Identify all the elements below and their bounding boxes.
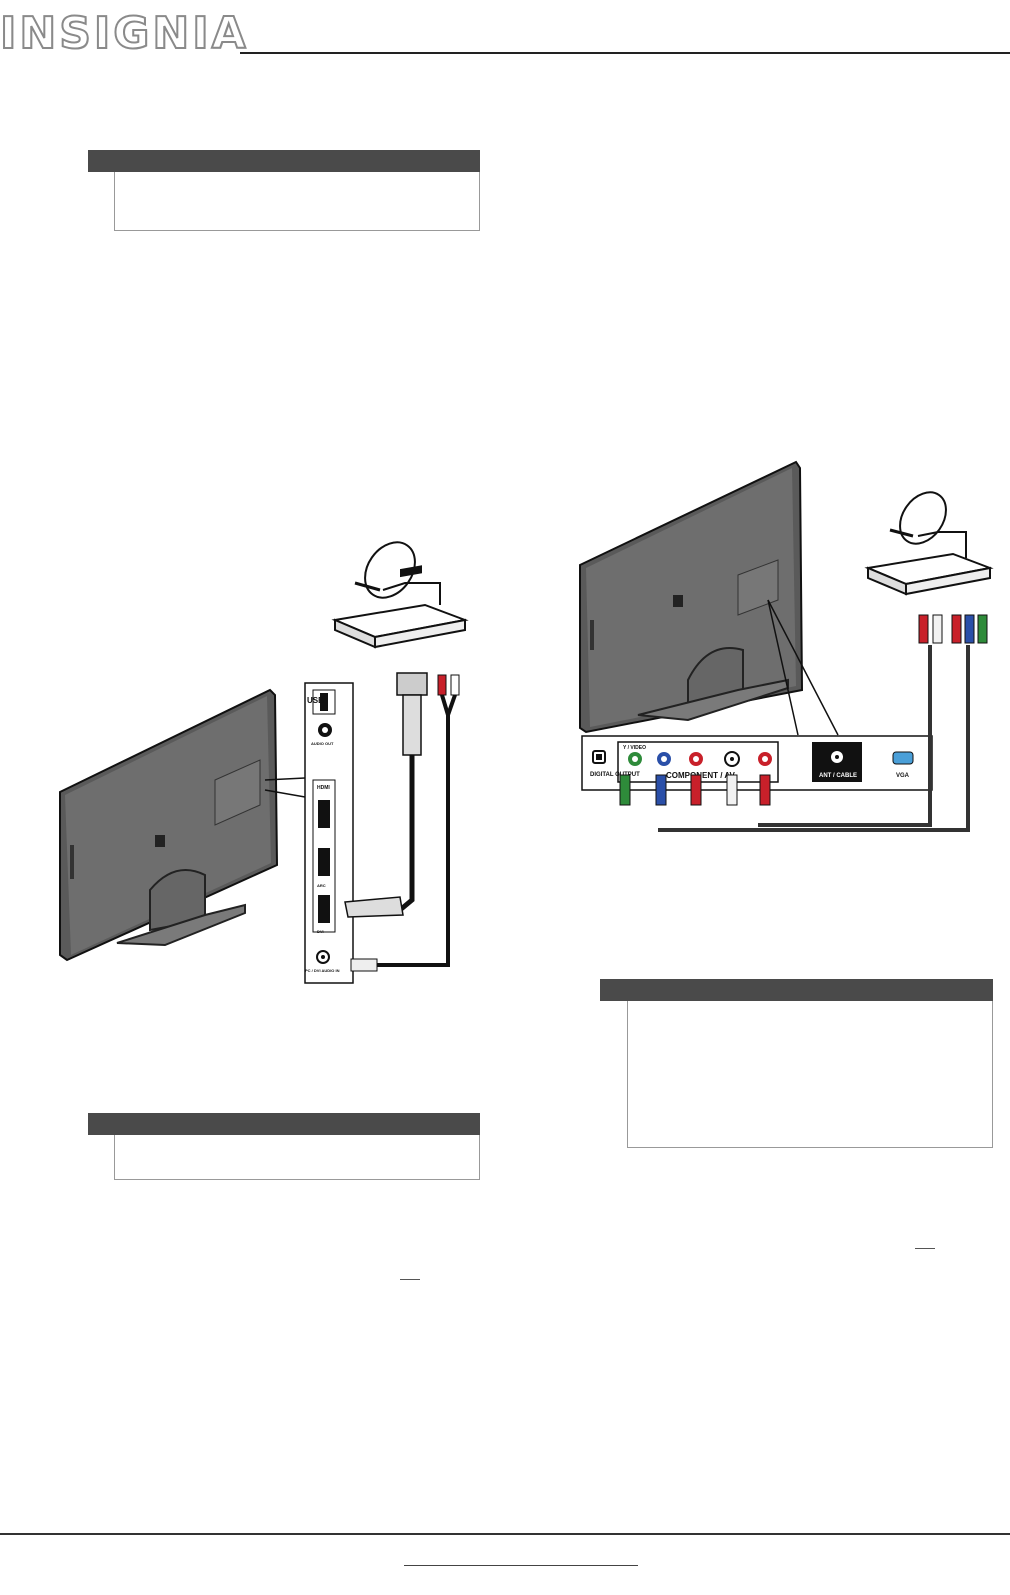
footer-link-underline[interactable] [404,1565,638,1566]
note-box-1 [88,150,480,231]
page-reference-link[interactable] [400,1279,420,1280]
note-box-2 [88,1113,480,1180]
page-reference-link[interactable] [915,1248,935,1249]
note-header-bar [88,150,480,172]
right-connection-diagram: DIGITAL OUTPUT Y / VIDEO COMPONENT / AV … [579,460,994,832]
satellite-receiver-illustration [331,541,469,649]
note-body [627,1001,993,1148]
note-body [114,172,480,231]
footer-rule [0,1533,1010,1535]
note-header-bar [88,1113,480,1135]
ant-cable-label: ANT / CABLE [819,773,857,779]
usb-label: USB [307,696,324,705]
dvi-label: DVI [317,929,324,934]
hdmi-label: HDMI [317,785,330,791]
component-av-cables [619,614,988,832]
side-jack-panel [304,682,354,984]
pc-dvi-audio-in-label: PC / DVI AUDIO IN [305,968,340,973]
digital-output-label: DIGITAL OUTPUT [590,772,640,778]
audio-cable [350,674,460,972]
header-rule [240,52,1010,54]
audio-out-label: AUDIO OUT [311,741,334,746]
tv-back-illustration [579,460,839,736]
insignia-logo: INSIGNIA [0,7,249,60]
note-body [114,1135,480,1180]
vga-label: VGA [896,773,910,779]
note-header-bar [600,979,993,1001]
tv-back-illustration [59,688,306,962]
dvi-hdmi-cable [344,672,428,918]
satellite-receiver-illustration [864,491,994,596]
y-video-label: Y / VIDEO [623,745,646,751]
note-box-3 [600,979,993,1148]
arc-label: ARC [317,883,326,888]
left-connection-diagram: USB AUDIO OUT HDMI ARC DVI PC / DVI AUDI… [59,541,469,984]
